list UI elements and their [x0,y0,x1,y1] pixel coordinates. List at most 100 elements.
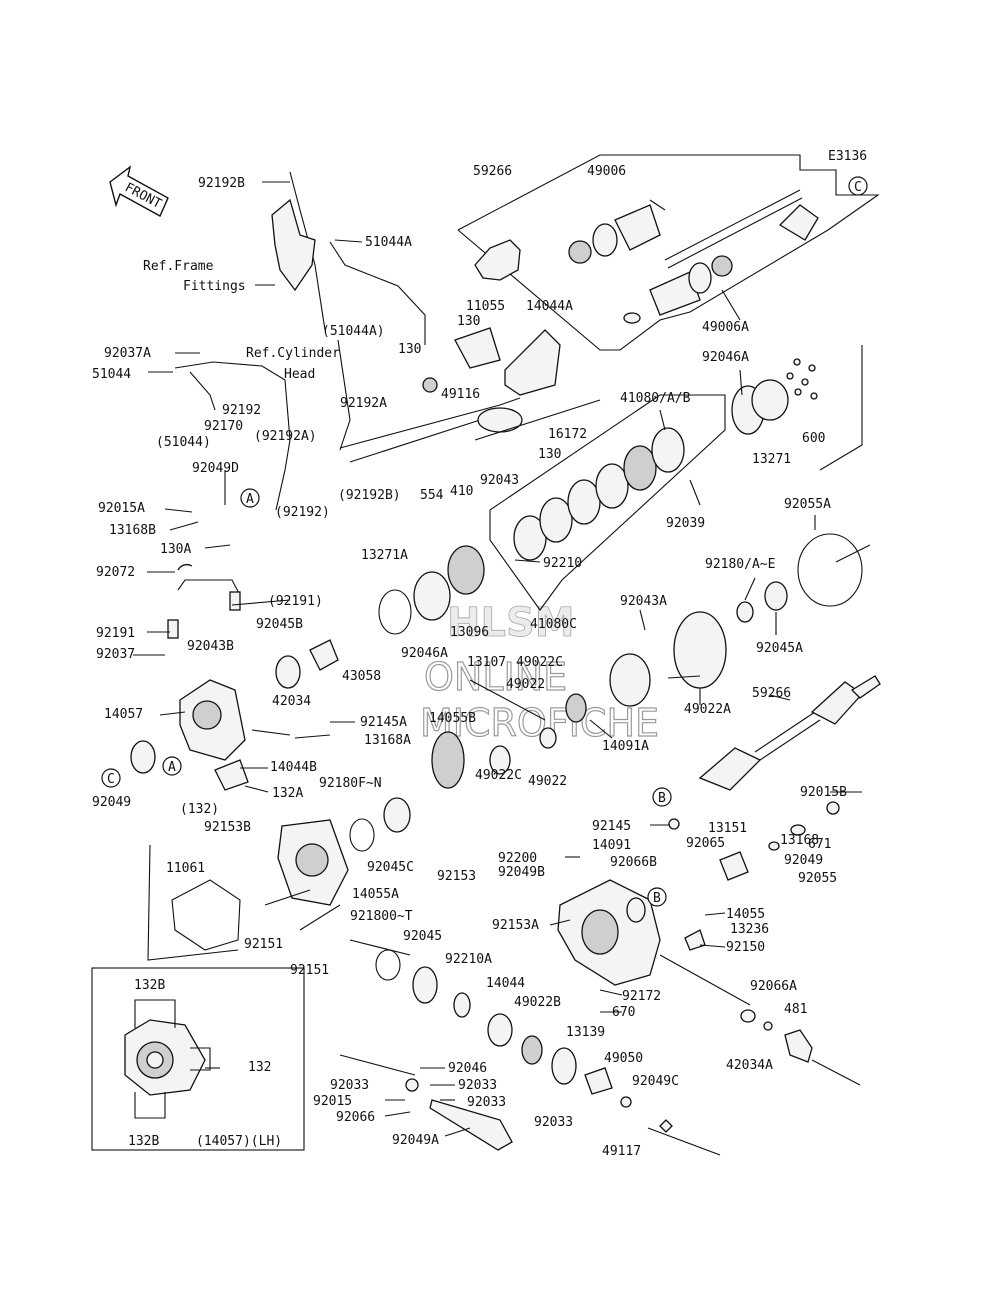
part-label[interactable]: 92046A [702,350,749,365]
part-label[interactable]: 14055 [726,907,765,922]
part-label[interactable]: 132A [272,786,303,801]
part-label[interactable]: 13168 [780,833,819,848]
part-label[interactable]: 14057 [104,707,143,722]
part-label[interactable]: 51044 [92,367,131,382]
part-label[interactable]: E3136 [828,149,867,164]
part-label[interactable]: 92055 [798,871,837,886]
part-label[interactable]: 92033 [534,1115,573,1130]
part-label[interactable]: 92033 [330,1078,369,1093]
part-label[interactable]: 92200 [498,851,537,866]
part-label[interactable]: 92015A [98,501,145,516]
part-label[interactable]: 13107 [467,655,506,670]
part-label[interactable]: 49022C [516,655,563,670]
part-label[interactable]: 43058 [342,669,381,684]
part-label[interactable]: 92033 [458,1078,497,1093]
part-label[interactable]: 92043A [620,594,667,609]
part-label[interactable]: Fittings [183,279,246,294]
part-label[interactable]: (51044) [156,435,211,450]
part-label[interactable]: 14091A [602,739,649,754]
part-label[interactable]: 92049B [498,865,545,880]
part-label[interactable]: 92045C [367,860,414,875]
part-label[interactable]: 132 [248,1060,271,1075]
part-label[interactable]: 92049D [192,461,239,476]
part-label[interactable]: 49022A [684,702,731,717]
part-label[interactable]: 92180/A~E [705,557,775,572]
part-label[interactable]: 16172 [548,427,587,442]
part-label[interactable]: 13236 [730,922,769,937]
part-label[interactable]: 92039 [666,516,705,531]
part-label[interactable]: 92153A [492,918,539,933]
part-label[interactable]: 92072 [96,565,135,580]
part-label[interactable]: 92170 [204,419,243,434]
part-label[interactable]: 49022 [506,677,545,692]
part-label[interactable]: 130 [457,314,480,329]
part-label[interactable]: 49006A [702,320,749,335]
part-label[interactable]: 92055A [784,497,831,512]
part-label[interactable]: 92151 [290,963,329,978]
part-label[interactable]: (92192) [275,505,330,520]
part-label[interactable]: 41080C [530,617,577,632]
part-label[interactable]: 92180F~N [319,776,382,791]
part-label[interactable]: (92191) [268,594,323,609]
part-label[interactable]: 92015 [313,1094,352,1109]
part-label[interactable]: 92046 [448,1061,487,1076]
part-label[interactable]: 49022C [475,768,522,783]
part-label[interactable]: 92065 [686,836,725,851]
part-label[interactable]: 92210 [543,556,582,571]
part-label[interactable]: 92066 [336,1110,375,1125]
part-label[interactable]: 13271A [361,548,408,563]
part-label[interactable]: 14044 [486,976,525,991]
part-label[interactable]: 13151 [708,821,747,836]
part-label[interactable]: 42034A [726,1058,773,1073]
part-label[interactable]: 49116 [441,387,480,402]
part-label[interactable]: 92049 [92,795,131,810]
part-label[interactable]: 92037 [96,647,135,662]
part-label[interactable]: 130A [160,542,191,557]
part-label[interactable]: 671 [808,837,831,852]
part-label[interactable]: 92210A [445,952,492,967]
part-label[interactable]: 14091 [592,838,631,853]
part-label[interactable]: Ref.Cylinder [246,346,340,361]
part-label[interactable]: 92191 [96,626,135,641]
part-label[interactable]: 92043B [187,639,234,654]
part-label[interactable]: 92066A [750,979,797,994]
part-label[interactable]: 92046A [401,646,448,661]
part-label[interactable]: 59266 [473,164,512,179]
part-label[interactable]: 14055A [352,887,399,902]
part-label[interactable]: 14044B [270,760,317,775]
part-label[interactable]: 92033 [467,1095,506,1110]
part-label[interactable]: 92150 [726,940,765,955]
part-label[interactable]: Ref.Frame [143,259,214,274]
part-label[interactable]: 92192 [222,403,261,418]
part-label[interactable]: 51044A [365,235,412,250]
part-label[interactable]: 13096 [450,625,489,640]
part-label[interactable]: 49117 [602,1144,641,1159]
part-label[interactable]: 59266 [752,686,791,701]
part-label[interactable]: 410 [450,484,473,499]
part-label[interactable]: 481 [784,1002,807,1017]
part-label[interactable]: 49050 [604,1051,643,1066]
part-label[interactable]: 92045B [256,617,303,632]
part-label[interactable]: 13168B [109,523,156,538]
part-label[interactable]: 132B [134,978,165,993]
part-label[interactable]: 92145A [360,715,407,730]
part-label[interactable]: (51044A) [322,324,385,339]
part-label[interactable]: 130 [398,342,421,357]
part-label[interactable]: 92049 [784,853,823,868]
part-label[interactable]: 130 [538,447,561,462]
part-label[interactable]: 92049A [392,1133,439,1148]
part-label[interactable]: 92043 [480,473,519,488]
part-label[interactable]: 92172 [622,989,661,1004]
part-label[interactable]: 92015B [800,785,847,800]
part-label[interactable]: 11055 [466,299,505,314]
part-label[interactable]: 14055B [429,711,476,726]
part-label[interactable]: 92153B [204,820,251,835]
part-label[interactable]: 49006 [587,164,626,179]
part-label[interactable]: (132) [180,802,219,817]
part-label[interactable]: 92153 [437,869,476,884]
part-label[interactable]: (14057)(LH) [196,1134,282,1149]
part-label[interactable]: 132B [128,1134,159,1149]
part-label[interactable]: 11061 [166,861,205,876]
part-label[interactable]: 92045 [403,929,442,944]
part-label[interactable]: (92192A) [254,429,317,444]
